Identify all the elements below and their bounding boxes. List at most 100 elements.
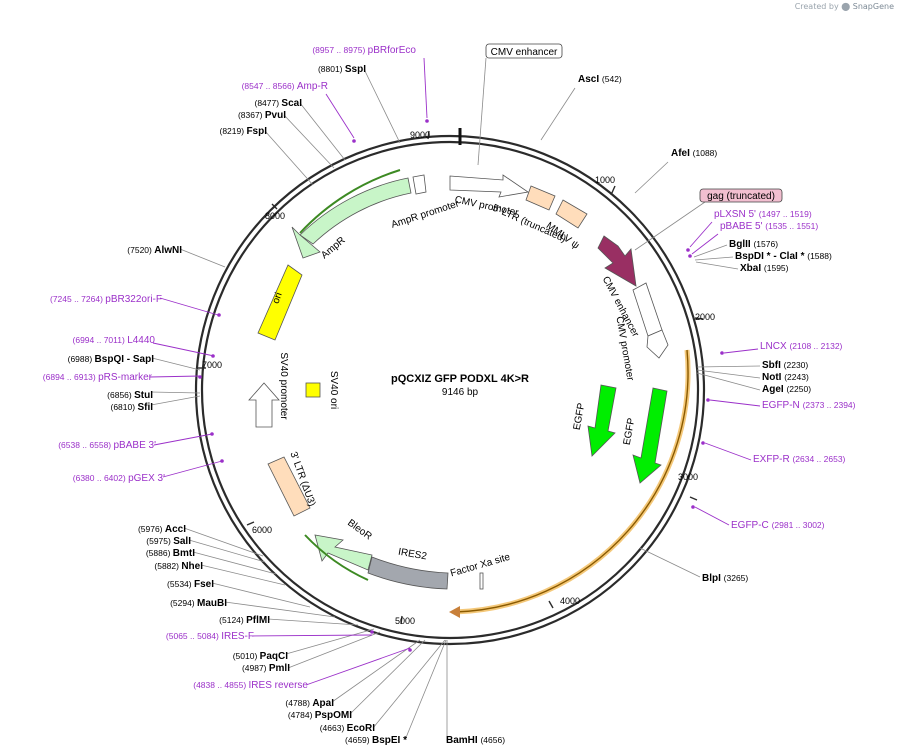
ires2-feature[interactable] [367,556,449,590]
primer-site-mark [211,354,215,358]
restriction-site-label[interactable]: (5124) PflMI [219,615,270,626]
tick-mark [694,317,704,320]
boxed-feature-label[interactable]: gag (truncated) [707,191,775,202]
ampr-orf-line [299,169,401,234]
primer-label[interactable]: (6894 .. 6913) pRS-marker [43,372,153,383]
ampr-promoter-arrow[interactable] [412,174,427,195]
restriction-site-label[interactable]: (4659) BspEI * [345,735,407,746]
primer-site-mark [720,351,724,355]
primer-label[interactable]: EGFP-C (2981 .. 3002) [731,520,825,531]
credit-prefix: Created by [794,2,839,11]
site-leader-line [287,631,381,669]
restriction-site-label[interactable]: (5010) PaqCI [233,651,288,662]
restriction-site-label[interactable]: (6988) BspQI - SapI [68,354,155,365]
tick-mark [271,203,278,210]
restriction-site-label[interactable]: AgeI (2250) [762,384,811,395]
feature-label: IRES2 [397,547,428,563]
ori-feature-arrow[interactable] [257,264,303,341]
mmlv-psi-feature[interactable] [555,199,588,229]
restriction-site-label[interactable]: AfeI (1088) [671,148,717,159]
restriction-site-label[interactable]: BspDI * - ClaI * (1588) [735,251,832,262]
feature-label: BleoR [345,518,374,543]
tick-label: 8000 [265,211,285,221]
restriction-site-label[interactable]: BglII (1576) [729,239,778,250]
restriction-site-label[interactable]: (5882) NheI [154,561,203,572]
tick-label: 7000 [202,360,222,370]
tick-label: 4000 [560,596,580,606]
restriction-site-label[interactable]: (5886) BmtI [146,548,195,559]
primer-label[interactable]: pBABE 5' (1535 .. 1551) [720,221,818,232]
restriction-site-label[interactable]: BamHI (4656) [446,735,505,746]
gag-truncated-feature[interactable] [597,235,637,287]
restriction-site-label[interactable]: (8367) PvuI [238,110,286,121]
site-leader-line [150,391,201,394]
egfp-feature-1[interactable] [587,384,617,457]
primer-label[interactable]: EGFP-N (2373 .. 2394) [762,400,856,411]
restriction-site-label[interactable]: (8477) ScaI [254,98,302,109]
primer-label[interactable]: (8547 .. 8566) Amp-R [242,81,328,92]
tick-label: 5000 [395,616,415,626]
tick-mark [246,521,255,526]
leader-lines [149,57,761,741]
restriction-site-label[interactable]: (5976) AccI [138,524,186,535]
restriction-site-label[interactable]: (4663) EcoRI [320,723,375,734]
restriction-site-label[interactable]: (5534) FseI [167,579,214,590]
site-leader-line [150,395,201,406]
primer-label[interactable]: pLXSN 5' (1497 .. 1519) [714,209,812,220]
cmv-promoter-top-arrow[interactable] [449,174,530,198]
boxed-feature-label[interactable]: CMV enhancer [491,47,558,58]
tick-label: 3000 [678,472,698,482]
restriction-site-label[interactable]: (4788) ApaI [285,698,334,709]
restriction-site-label[interactable]: BlpI (3265) [702,573,748,584]
primer-label[interactable]: (6538 .. 6558) pBABE 3' [58,440,156,451]
factor-xa-site[interactable] [479,572,484,590]
site-leader-line [264,130,314,186]
restriction-site-label[interactable]: SbfI (2230) [762,360,808,371]
ampr-feature-arrow[interactable] [299,177,412,245]
backbone-inner-ring [200,140,700,640]
primer-label[interactable]: (6994 .. 7011) L4440 [73,335,156,346]
primer-label[interactable]: (8957 .. 8975) pBRforEco [312,45,416,56]
site-leader-line [693,244,728,258]
box-leader-line [477,57,487,166]
primer-label[interactable]: (7245 .. 7264) pBR322ori-F [50,294,162,305]
ltr-3-feature[interactable] [267,456,311,517]
primer-label[interactable]: (4838 .. 4855) IRES reverse [193,680,308,691]
primer-label[interactable]: LNCX (2108 .. 2132) [760,341,843,352]
primer-label[interactable]: EXFP-R (2634 .. 2653) [753,454,846,465]
primer-site-mark [701,441,705,445]
restriction-site-label[interactable]: XbaI (1595) [740,263,789,274]
site-leader-line [224,601,336,618]
site-leader-line [696,372,761,391]
primer-label[interactable]: (5065 .. 5084) IRES-F [166,631,254,642]
feature-label: SV40 ori [328,371,339,409]
site-leader-line [188,539,266,563]
restriction-site-label[interactable]: (5975) SalI [146,536,191,547]
restriction-site-label[interactable]: (4784) PspOMI [288,710,352,721]
restriction-site-label[interactable]: (6856) StuI [107,390,153,401]
restriction-site-label[interactable]: (6810) SfiI [111,402,154,413]
sv40-ori-box[interactable] [305,382,321,398]
restriction-site-label[interactable]: (8219) FspI [220,126,268,137]
long-orf-line [454,349,689,613]
site-leader-line [331,639,421,703]
primer-label[interactable]: (6380 .. 6402) pGEX 3' [73,473,165,484]
site-leader-line [695,261,739,270]
restriction-site-label[interactable]: AscI (542) [578,74,622,85]
feature-label: SV40 promoter [278,352,289,420]
snapgene-credit: Created by ⬤ SnapGene [795,2,894,11]
sv40-promoter-arrow[interactable] [248,382,280,428]
egfp-feature-2[interactable] [632,387,668,484]
ltr-5-feature[interactable] [525,185,556,211]
restriction-site-label[interactable]: (7520) AlwNI [127,245,182,256]
primer-site-mark [370,630,374,634]
restriction-site-label[interactable]: (4987) PmlI [242,663,290,674]
tick-label: 2000 [695,312,715,322]
primer-leader-line [691,233,719,255]
primer-leader-line [689,221,713,248]
cmv-promoter-right[interactable] [646,329,669,359]
restriction-site-label[interactable]: (8801) SspI [318,64,366,75]
restriction-site-label[interactable]: (5294) MauBI [170,598,227,609]
restriction-site-label[interactable]: NotI (2243) [762,372,809,383]
